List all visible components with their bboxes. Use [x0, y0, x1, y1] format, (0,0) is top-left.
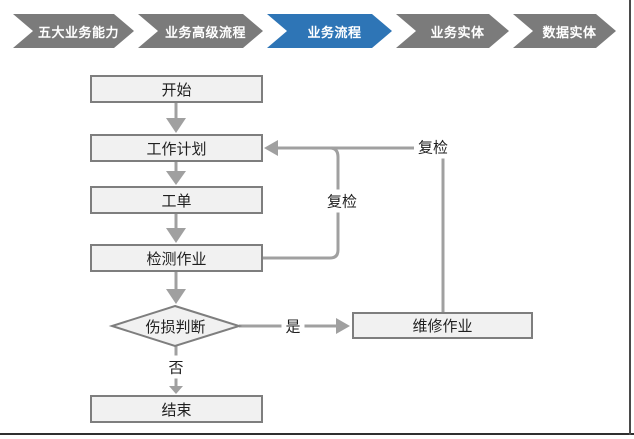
arrowhead-into-order-top — [166, 171, 186, 185]
page-bottom-border — [0, 433, 634, 435]
breadcrumb-step-label: 业务高级流程 — [164, 24, 246, 40]
flow-node-label: 工作计划 — [146, 140, 207, 158]
flow-node-inspection-work: 检测作业 — [90, 244, 263, 272]
flow-node-label: 检测作业 — [146, 250, 207, 268]
breadcrumb-step-five-capabilities[interactable]: 五大业务能力 — [13, 14, 134, 48]
breadcrumb-step-label: 数据实体 — [542, 24, 597, 40]
flow-node-end: 结束 — [90, 395, 263, 423]
flow-node-work-order: 工单 — [90, 186, 263, 214]
flow-node-label: 维修作业 — [412, 318, 473, 335]
flow-node-work-plan: 工作计划 — [90, 134, 263, 162]
edge-repair-plan-recheck — [278, 146, 445, 312]
arrowhead-into-end-top — [169, 386, 183, 394]
edge-label-recheck-inner: 复检 — [322, 189, 362, 213]
edge-label-yes: 是 — [281, 314, 305, 338]
arrowhead-into-inspect-top — [166, 228, 186, 243]
breadcrumb-step-label: 业务实体 — [430, 24, 485, 40]
flow-node-label: 开始 — [161, 81, 192, 99]
flow-node-damage-decision: 伤损判断 — [112, 306, 239, 346]
arrowhead-into-plan-right — [264, 140, 278, 156]
flow-node-label: 工单 — [161, 192, 192, 210]
flow-node-label: 结束 — [161, 401, 192, 419]
breadcrumb-step-high-level-process[interactable]: 业务高级流程 — [138, 14, 263, 48]
arrowhead-into-judge-top — [166, 289, 186, 304]
arrowhead-into-plan-top — [166, 118, 186, 133]
breadcrumb-step-business-process-active[interactable]: 业务流程 — [267, 14, 392, 48]
flow-node-repair-work: 维修作业 — [352, 312, 533, 339]
flow-node-label: 伤损判断 — [145, 318, 206, 336]
decision-diamond-shape — [108, 304, 243, 348]
page-right-border — [629, 0, 631, 435]
edge-label-recheck-outer: 复检 — [413, 135, 453, 159]
arrowhead-into-repair-left — [336, 318, 350, 334]
breadcrumb-step-data-entity[interactable]: 数据实体 — [513, 14, 616, 48]
edge-label-no: 否 — [164, 355, 188, 379]
breadcrumb-step-label: 业务流程 — [307, 24, 362, 40]
breadcrumb-step-label: 五大业务能力 — [37, 24, 119, 40]
flow-node-start: 开始 — [90, 75, 263, 103]
